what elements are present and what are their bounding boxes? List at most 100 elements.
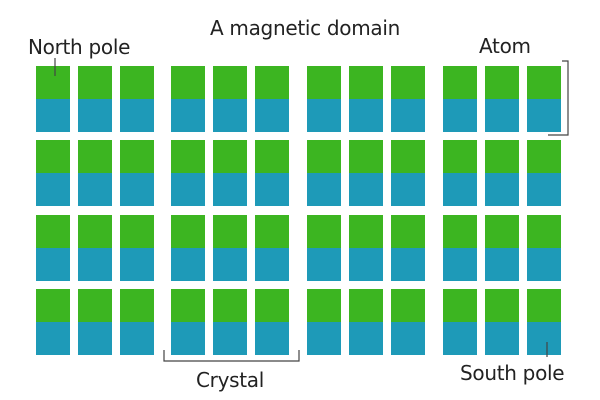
atom (349, 66, 383, 132)
north-pole-half (78, 215, 112, 248)
south-pole-half (391, 173, 425, 206)
atom (120, 289, 154, 355)
north-pole-half (307, 215, 341, 248)
atom (171, 289, 205, 355)
north-pole-half (527, 140, 561, 173)
atom (213, 289, 247, 355)
north-pole-half (485, 66, 519, 99)
crystal (443, 66, 561, 132)
south-pole-half (485, 99, 519, 132)
north-pole-half (527, 66, 561, 99)
north-pole-half (78, 66, 112, 99)
south-pole-half (120, 322, 154, 355)
south-pole-half (255, 248, 289, 281)
atom (307, 215, 341, 281)
atom (307, 66, 341, 132)
north-pole-half (485, 140, 519, 173)
north-pole-half (120, 66, 154, 99)
north-pole-half (213, 289, 247, 322)
south-pole-half (391, 322, 425, 355)
south-pole-label: South pole (460, 361, 565, 385)
north-pole-half (120, 140, 154, 173)
north-pole-label: North pole (28, 35, 131, 59)
crystal (171, 215, 289, 281)
atom (255, 66, 289, 132)
crystal-bracket (163, 350, 300, 362)
atom (485, 140, 519, 206)
crystal (171, 66, 289, 132)
north-pole-half (349, 140, 383, 173)
crystal (443, 140, 561, 206)
north-pole-half (255, 289, 289, 322)
atom (443, 215, 477, 281)
south-pole-half (443, 99, 477, 132)
south-pole-half (527, 322, 561, 355)
south-pole-half (391, 99, 425, 132)
atom (255, 215, 289, 281)
north-pole-half (391, 215, 425, 248)
north-pole-half (120, 289, 154, 322)
atom-label: Atom (479, 34, 531, 58)
crystal (307, 140, 425, 206)
atom (255, 140, 289, 206)
south-pole-half (213, 322, 247, 355)
atom (78, 140, 112, 206)
atom (391, 66, 425, 132)
atom (527, 66, 561, 132)
south-pole-half (349, 322, 383, 355)
atom (213, 215, 247, 281)
south-pole-half (527, 173, 561, 206)
north-pole-half (255, 140, 289, 173)
south-pole-half (349, 99, 383, 132)
south-pole-half (307, 99, 341, 132)
atom (78, 215, 112, 281)
atom (485, 289, 519, 355)
north-pole-half (213, 215, 247, 248)
north-pole-half (78, 289, 112, 322)
atom (120, 140, 154, 206)
atom (78, 66, 112, 132)
north-pole-half (527, 215, 561, 248)
south-pole-half (255, 99, 289, 132)
north-pole-half (307, 66, 341, 99)
south-pole-half (213, 248, 247, 281)
south-pole-half (78, 173, 112, 206)
crystal (36, 215, 154, 281)
south-pole-half (443, 322, 477, 355)
north-pole-half (120, 215, 154, 248)
north-pole-half (443, 215, 477, 248)
north-pole-half (443, 66, 477, 99)
atom (36, 289, 70, 355)
atom (391, 140, 425, 206)
crystal (36, 66, 154, 132)
south-pole-half (78, 99, 112, 132)
atom (443, 289, 477, 355)
south-pole-half (485, 173, 519, 206)
north-pole-half (78, 140, 112, 173)
atom (391, 289, 425, 355)
atom (307, 289, 341, 355)
atom (349, 140, 383, 206)
south-pole-half (120, 99, 154, 132)
atom (349, 215, 383, 281)
north-pole-half (36, 140, 70, 173)
south-pole-half (349, 248, 383, 281)
south-pole-half (527, 99, 561, 132)
atom (36, 66, 70, 132)
atom (120, 215, 154, 281)
atom (213, 140, 247, 206)
north-pole-half (171, 66, 205, 99)
north-pole-half (213, 140, 247, 173)
south-pole-half (485, 322, 519, 355)
south-pole-half (120, 248, 154, 281)
crystal (307, 66, 425, 132)
crystal (443, 215, 561, 281)
north-pole-half (443, 140, 477, 173)
south-pole-half (443, 248, 477, 281)
south-pole-half (443, 173, 477, 206)
crystal-label: Crystal (196, 368, 264, 392)
north-pole-half (255, 215, 289, 248)
south-pole-half (307, 248, 341, 281)
south-pole-half (36, 173, 70, 206)
atom (171, 140, 205, 206)
